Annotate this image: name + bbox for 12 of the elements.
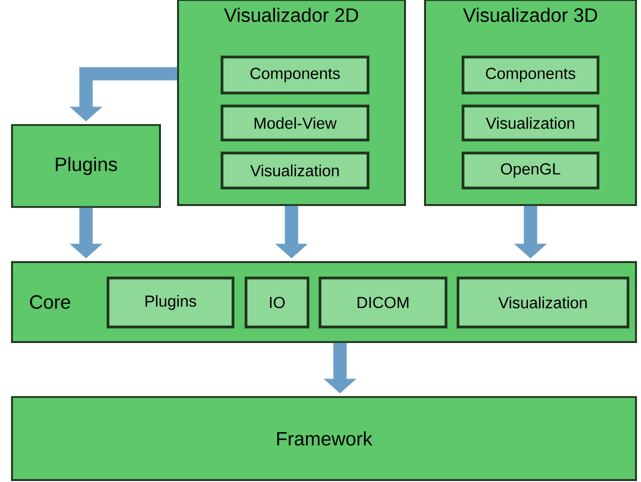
component-box: Plugins [106, 276, 234, 328]
component-box: Model-View [220, 104, 370, 142]
component-box: OpenGL [462, 152, 600, 190]
layer-box: Plugins [11, 124, 161, 208]
component-box: Components [462, 56, 600, 94]
component-box: DICOM [318, 276, 448, 328]
component-box: Visualization [462, 104, 600, 142]
layer-box: Framework [11, 396, 637, 481]
component-box: Visualization [456, 276, 630, 328]
component-box: IO [244, 276, 310, 328]
component-box: Components [220, 56, 370, 94]
component-box: Visualization [220, 152, 370, 190]
